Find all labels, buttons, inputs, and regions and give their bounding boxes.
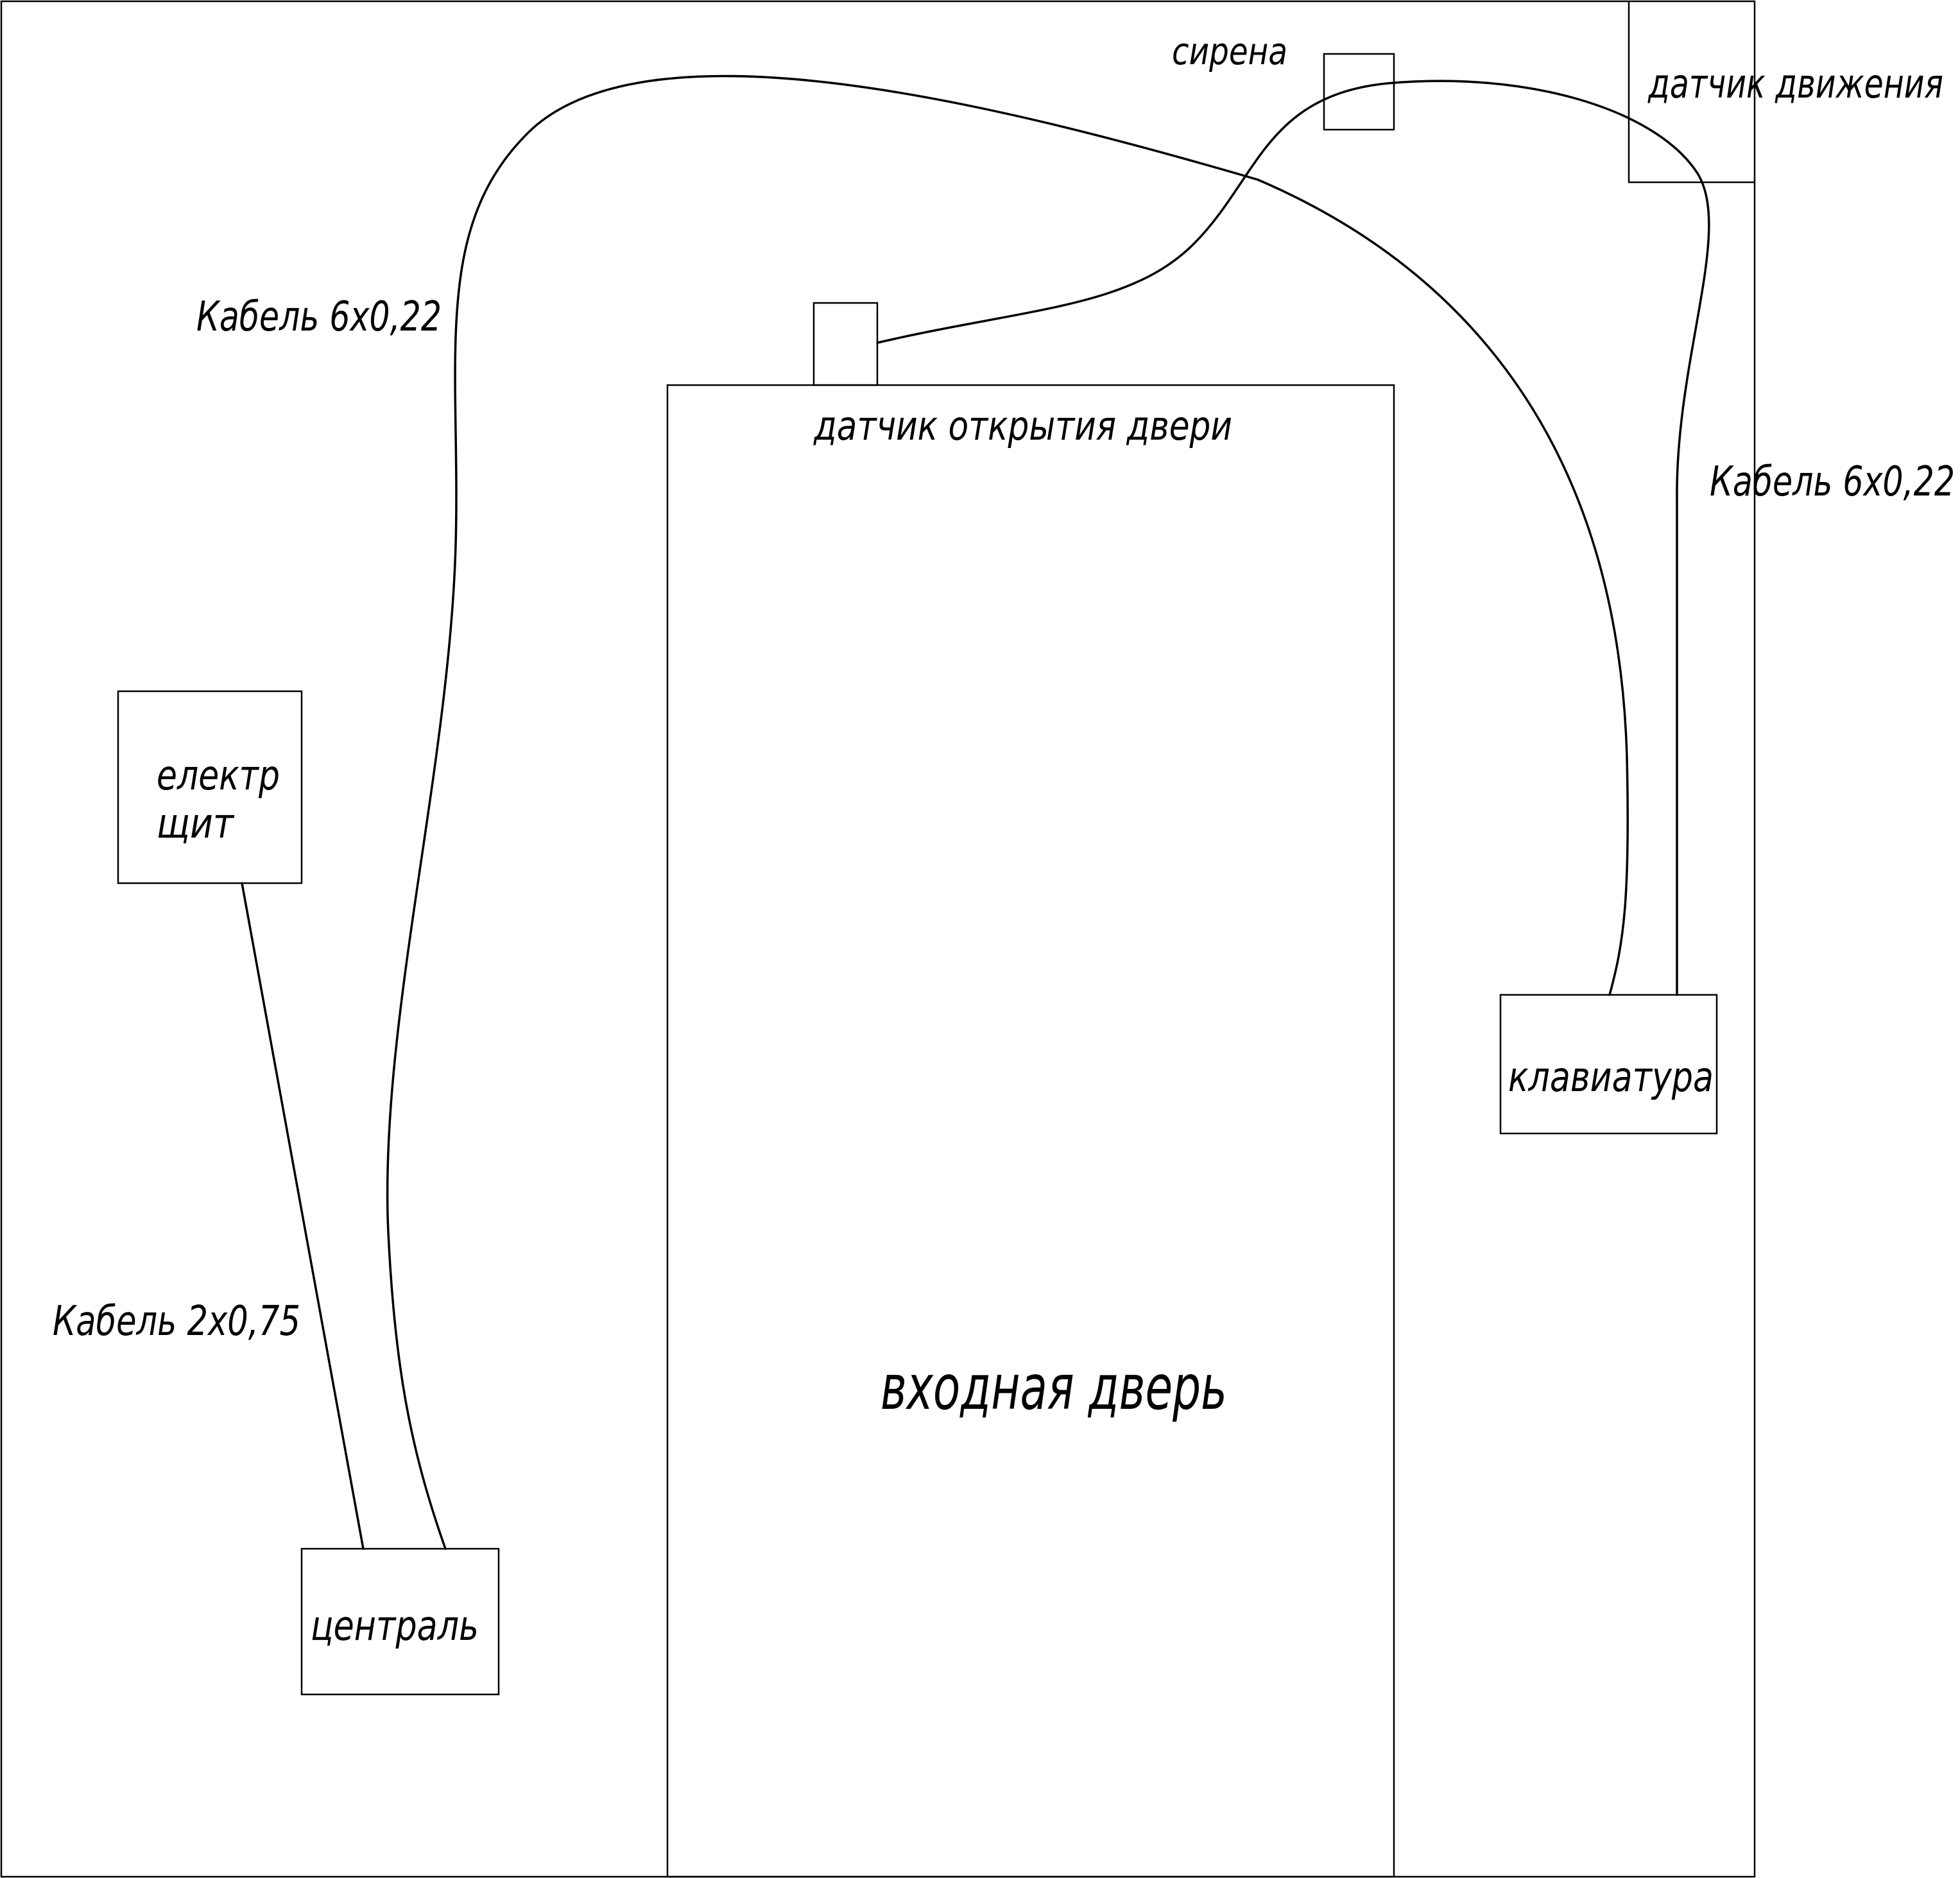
control-unit-label: централь [311,1603,479,1650]
wall-outline [0,0,1756,1878]
cable-right-label: Кабель 6х0,22 [1710,458,1955,506]
entrance-door-label: входная дверь [881,1352,1227,1424]
power-cable-label: Кабель 2х0,75 [53,1298,300,1345]
power-cable-wire [241,882,365,1550]
entrance-door [666,384,1395,1878]
cable-left-wire [386,74,1629,1550]
motion-sensor-label: датчик движения [1647,60,1943,107]
siren-box [1323,53,1395,131]
electrical-panel-label-line2: щит [157,800,234,848]
electrical-panel-label-line1: електр [157,752,280,800]
keypad-label: клавиатура [1508,1054,1714,1101]
cable-right-wire [876,80,1710,996]
door-sensor-box [812,302,879,386]
cable-left-label: Кабель 6х0,22 [196,293,442,341]
siren-label: сирена [1172,30,1287,73]
electrical-panel-box [117,690,303,884]
door-sensor-label: датчик открытия двери [813,402,1232,449]
motion-sensor-box [1628,1,1755,184]
control-unit-box [300,1547,500,1696]
